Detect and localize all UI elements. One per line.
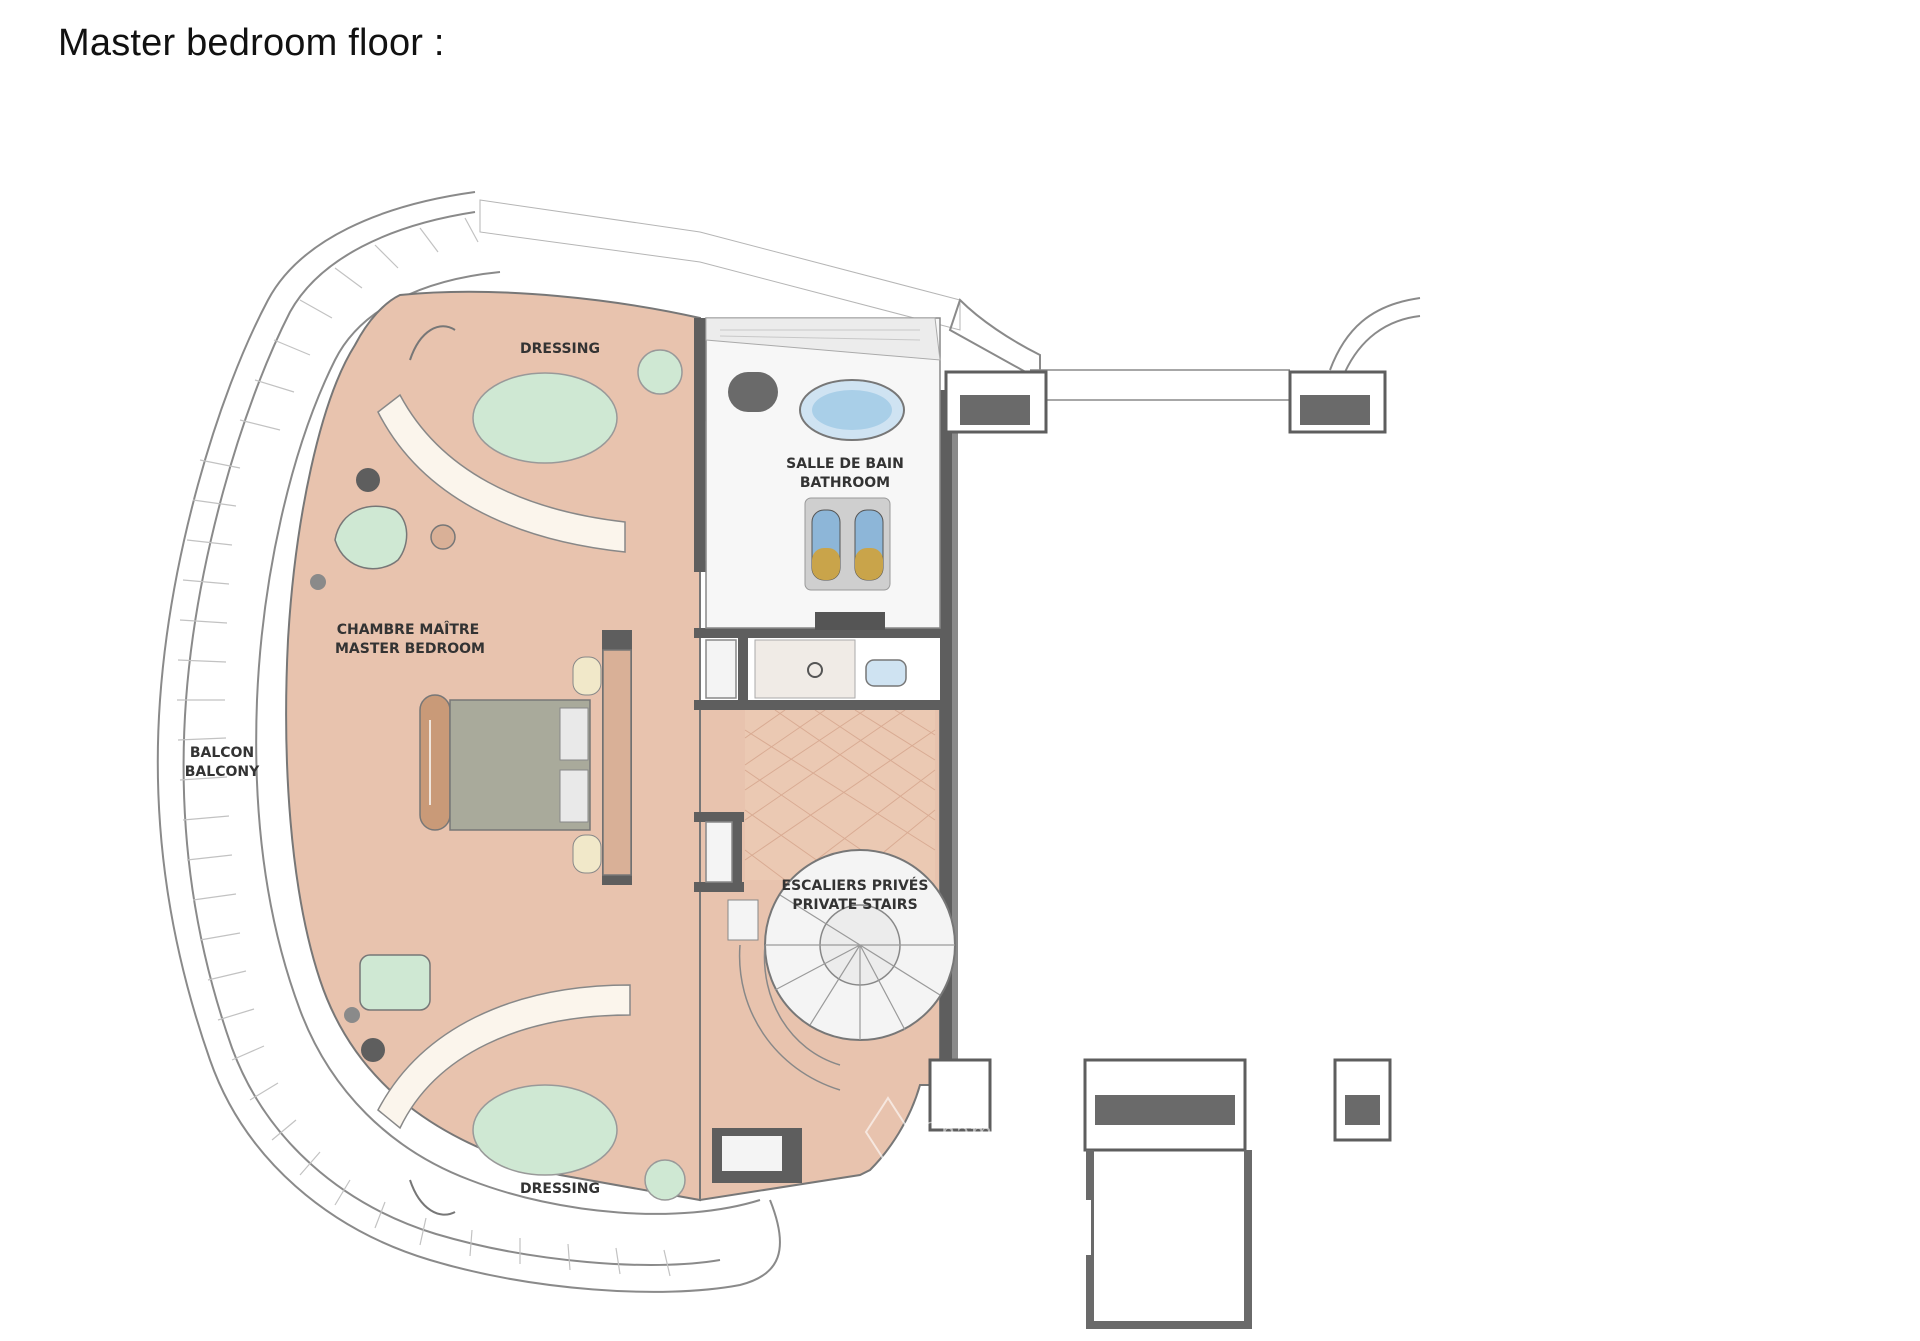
balcony: [156, 191, 961, 1293]
wall-closet2-bottom: [694, 882, 744, 892]
wc: [865, 659, 907, 687]
dressing-bottom-furniture: [344, 954, 802, 1216]
rug-top: [472, 372, 618, 464]
bathroom-label-fr: SALLE DE BAIN: [786, 456, 904, 472]
stairs-label-en: PRIVATE STAIRS: [792, 897, 917, 913]
bedroom-label-en: MASTER BEDROOM: [335, 641, 485, 657]
wall-closet2-right: [732, 812, 742, 892]
round-tub-basin: [728, 372, 778, 412]
balcony-decking-hatch: [479, 199, 961, 331]
wall-bathroom-west: [694, 318, 706, 568]
watermark: Chambre Immobilière Monégasque: [864, 1096, 1078, 1233]
wall-wc-bottom: [694, 700, 954, 710]
armchair-bottom: [359, 954, 431, 1011]
upper-right-terrace: [948, 297, 1421, 401]
bedroom-label-fr: CHAMBRE MAÎTRE: [337, 621, 480, 638]
balcony-deck-inner: [255, 271, 761, 1215]
bedside-bottom: [572, 834, 602, 874]
balcony-outer-rail: [156, 191, 781, 1293]
bedside-top: [572, 656, 602, 696]
wall-east-inner: [952, 390, 958, 1090]
east-facade: [928, 370, 1392, 1329]
dressing-bottom-label: DRESSING: [520, 1181, 600, 1197]
balcony-inner-rail: [182, 211, 721, 1266]
balcony-label-en: BALCONY: [185, 764, 260, 780]
watermark-line1: Chambre: [922, 1118, 1034, 1146]
bathroom-label-en: BATHROOM: [800, 475, 890, 491]
bed-area: [419, 649, 632, 876]
wall-wc-top: [694, 628, 954, 638]
wall-wc-left: [738, 628, 748, 710]
balcony-plank-lines: [177, 217, 671, 1277]
hall-floor: [744, 709, 936, 881]
stairs-label-fr: ESCALIERS PRIVÉS: [782, 877, 929, 894]
watermark-line2: Immobilière: [922, 1144, 1070, 1172]
page-title: Master bedroom floor :: [58, 22, 445, 64]
dressing-top-label: DRESSING: [520, 341, 600, 357]
bathroom: [705, 317, 941, 699]
dressing-top-furniture: [310, 325, 683, 590]
headboard-panel: [602, 649, 632, 876]
watermark-line3: Monégasque: [922, 1170, 1078, 1198]
balcony-label-fr: BALCON: [190, 745, 254, 761]
watermark-logo-icon: [864, 1096, 912, 1233]
wall-closet2-top: [694, 812, 744, 822]
rug-bottom: [472, 1084, 618, 1176]
armchair-top: [334, 505, 408, 570]
spiral-stairs: [727, 849, 956, 1091]
bed-footboard: [419, 694, 451, 831]
